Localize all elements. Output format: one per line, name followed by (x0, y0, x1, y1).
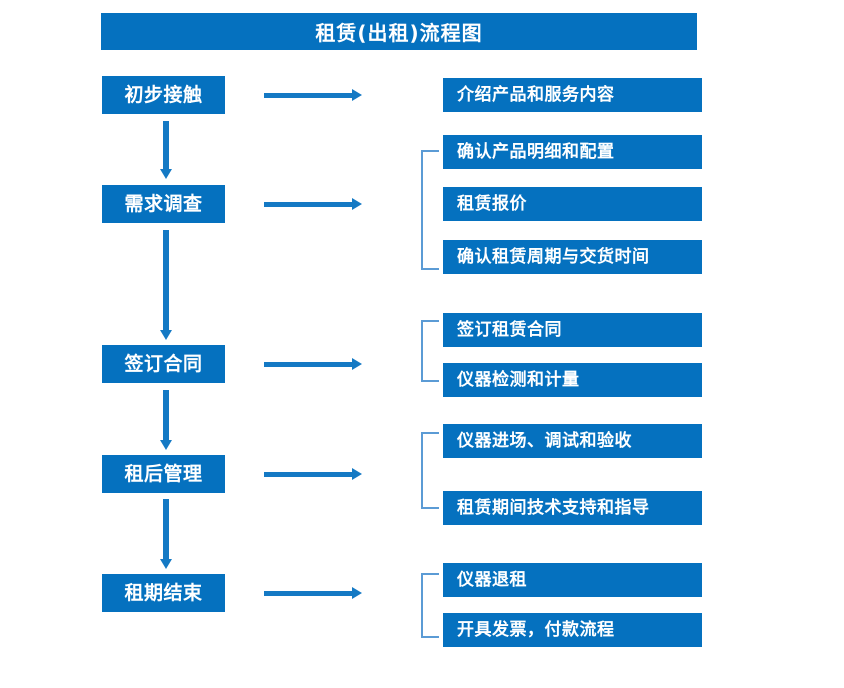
vertical-arrow-3 (160, 390, 172, 450)
arrow-head (160, 169, 172, 179)
arrow-head (160, 559, 172, 569)
horizontal-arrow-3 (264, 358, 362, 370)
arrow-head (352, 89, 362, 101)
horizontal-arrow-5 (264, 587, 362, 599)
group-bracket-2 (421, 320, 439, 382)
arrow-head (352, 587, 362, 599)
arrow-shaft (264, 93, 354, 98)
detail-box-5[interactable]: 签订租赁合同 (443, 313, 702, 347)
detail-box-7[interactable]: 仪器进场、调试和验收 (443, 424, 702, 458)
stage-box-3[interactable]: 签订合同 (102, 345, 225, 383)
vertical-arrow-4 (160, 499, 172, 569)
group-bracket-4 (421, 573, 439, 638)
detail-box-1[interactable]: 介绍产品和服务内容 (443, 78, 702, 112)
arrow-head (352, 198, 362, 210)
arrow-shaft (264, 202, 354, 207)
arrow-shaft (163, 390, 169, 440)
stage-box-1[interactable]: 初步接触 (102, 76, 225, 114)
arrow-shaft (163, 230, 169, 330)
chart-title: 租赁(出租)流程图 (101, 13, 697, 50)
stage-box-2[interactable]: 需求调查 (102, 185, 225, 223)
horizontal-arrow-4 (264, 468, 362, 480)
horizontal-arrow-1 (264, 89, 362, 101)
vertical-arrow-2 (160, 230, 172, 340)
detail-box-9[interactable]: 仪器退租 (443, 563, 702, 597)
arrow-shaft (264, 362, 354, 367)
detail-box-4[interactable]: 确认租赁周期与交货时间 (443, 240, 702, 274)
stage-box-5[interactable]: 租期结束 (102, 574, 225, 612)
group-bracket-3 (421, 432, 439, 509)
detail-box-3[interactable]: 租赁报价 (443, 187, 702, 221)
detail-box-2[interactable]: 确认产品明细和配置 (443, 135, 702, 169)
arrow-head (160, 330, 172, 340)
vertical-arrow-1 (160, 121, 172, 179)
arrow-head (352, 468, 362, 480)
detail-box-8[interactable]: 租赁期间技术支持和指导 (443, 491, 702, 525)
arrow-shaft (264, 472, 354, 477)
arrow-shaft (163, 121, 169, 169)
arrow-head (352, 358, 362, 370)
stage-box-4[interactable]: 租后管理 (102, 455, 225, 493)
horizontal-arrow-2 (264, 198, 362, 210)
arrow-shaft (264, 591, 354, 596)
arrow-head (160, 440, 172, 450)
detail-box-6[interactable]: 仪器检测和计量 (443, 363, 702, 397)
group-bracket-1 (421, 150, 439, 270)
arrow-shaft (163, 499, 169, 559)
detail-box-10[interactable]: 开具发票，付款流程 (443, 613, 702, 647)
